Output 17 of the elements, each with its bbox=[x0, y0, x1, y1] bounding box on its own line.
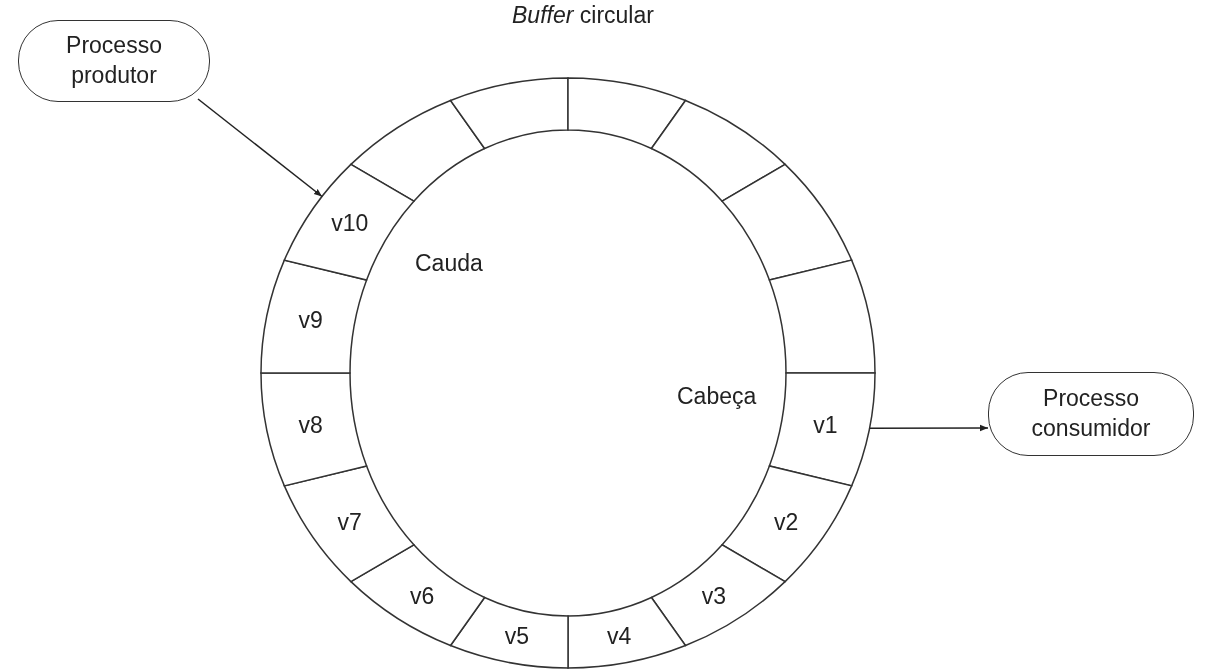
process-label: Processo produtor bbox=[65, 31, 163, 90]
slot-label: v9 bbox=[298, 307, 323, 334]
slot-label: v6 bbox=[410, 583, 435, 611]
slot-label: v1 bbox=[813, 411, 838, 439]
buffer-heading: Buffer circular bbox=[512, 2, 654, 29]
arrow bbox=[197, 98, 323, 198]
pointer-label: Cauda bbox=[415, 250, 483, 277]
slot-label: v4 bbox=[607, 623, 632, 651]
process-label: Processo consumidor bbox=[1030, 384, 1152, 443]
slot-label: v8 bbox=[298, 411, 323, 439]
slot-label: v2 bbox=[774, 508, 799, 536]
slot-label: v10 bbox=[331, 210, 369, 238]
slot-label: v7 bbox=[337, 508, 362, 536]
slot-label: v5 bbox=[504, 623, 529, 651]
pointer-label: Cabeça bbox=[677, 383, 757, 410]
slot-label: v3 bbox=[701, 583, 726, 611]
arrow bbox=[868, 424, 989, 432]
